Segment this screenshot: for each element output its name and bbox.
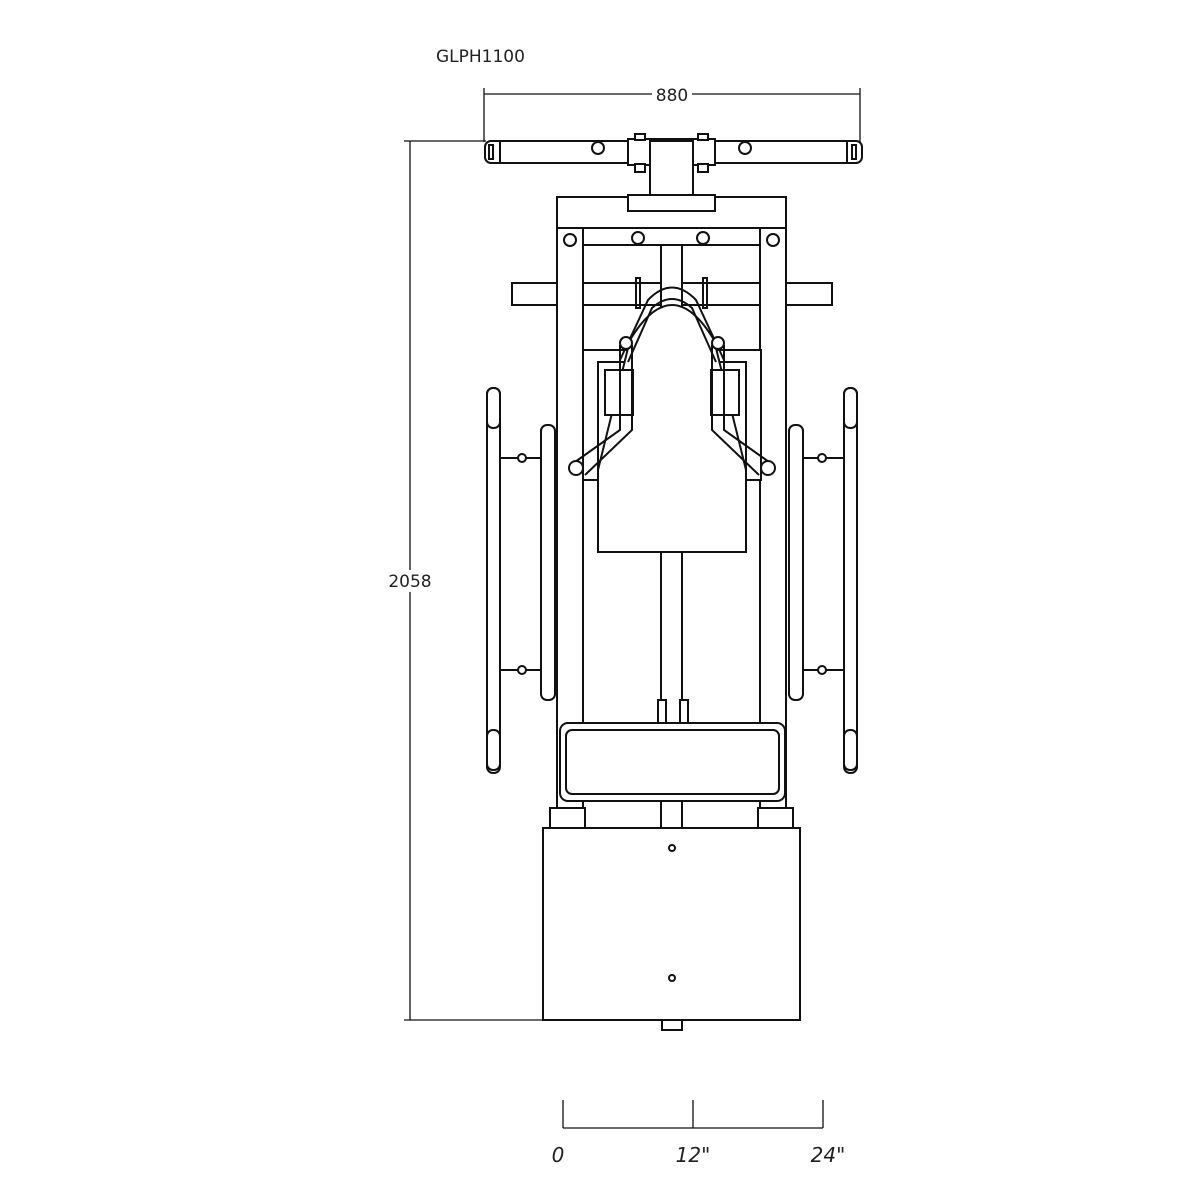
model-title: GLPH1100: [436, 47, 525, 67]
foot-plate: [542, 827, 801, 1031]
back-pad: [568, 277, 776, 553]
height-label: 2058: [388, 572, 431, 592]
scale-label-24: 24": [811, 1143, 846, 1167]
scale-label-0: 0: [552, 1143, 565, 1167]
height-dimension: 2058: [386, 140, 545, 1021]
top-bar: [484, 133, 863, 198]
width-dimension: 880: [483, 84, 861, 142]
scale-label-12: 12": [676, 1143, 711, 1167]
frame: [511, 194, 833, 831]
width-label: 880: [656, 86, 688, 106]
scale-bar: 0 12" 24": [552, 1100, 846, 1167]
side-handles: [486, 387, 858, 774]
